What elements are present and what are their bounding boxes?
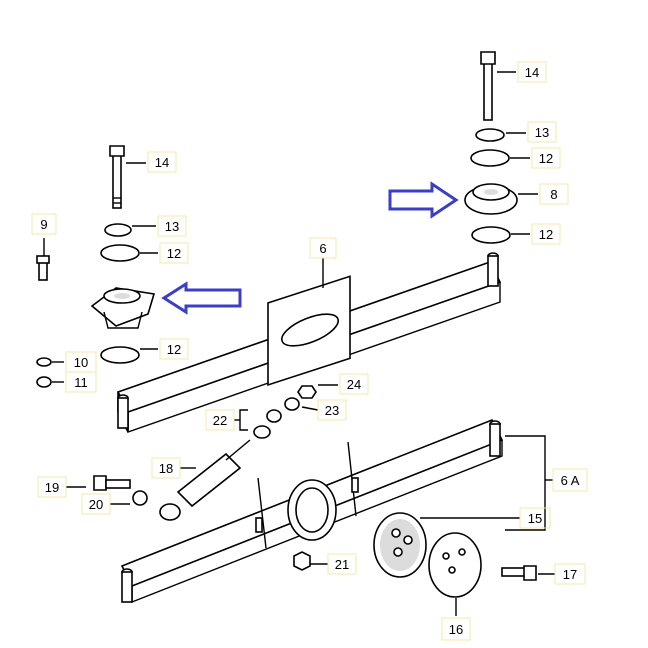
callout-15: 15 <box>519 507 551 529</box>
leader-lines <box>43 71 555 616</box>
svg-text:12: 12 <box>167 342 181 357</box>
svg-text:15: 15 <box>528 511 542 526</box>
callout-21: 21 <box>327 553 357 575</box>
callout-24: 24 <box>339 373 369 395</box>
pulley-assembly <box>287 479 537 598</box>
cross-member-6 <box>116 252 502 433</box>
callout-9: 9 <box>31 213 57 235</box>
svg-text:6 A: 6 A <box>561 473 580 488</box>
callout-19: 19 <box>37 476 67 498</box>
svg-text:19: 19 <box>45 480 59 495</box>
callout-13-left: 13 <box>157 215 187 237</box>
svg-text:10: 10 <box>74 355 88 370</box>
callout-17: 17 <box>554 563 586 585</box>
callout-6: 6 <box>309 237 337 259</box>
svg-text:24: 24 <box>347 377 361 392</box>
svg-text:21: 21 <box>335 557 349 572</box>
svg-text:13: 13 <box>165 219 179 234</box>
callout-14-right: 14 <box>517 61 547 83</box>
callout-8: 8 <box>539 183 569 205</box>
arrow-pointer-right-mount <box>388 181 459 219</box>
svg-text:22: 22 <box>213 413 227 428</box>
left-rubber-mount <box>90 287 156 329</box>
callout-13-right: 13 <box>527 121 557 143</box>
svg-text:12: 12 <box>539 151 553 166</box>
callout-12-right-bottom: 12 <box>531 223 561 245</box>
svg-text:11: 11 <box>74 375 88 390</box>
svg-text:13: 13 <box>535 125 549 140</box>
shock-absorber-assembly <box>93 385 317 521</box>
callout-10: 10 <box>65 351 97 373</box>
svg-text:9: 9 <box>40 217 47 232</box>
svg-text:16: 16 <box>449 622 463 637</box>
callout-23: 23 <box>317 399 347 421</box>
callout-12-left-bottom: 12 <box>159 338 189 360</box>
svg-text:14: 14 <box>525 65 539 80</box>
callout-18: 18 <box>151 457 181 479</box>
right-mount-assembly <box>464 51 518 244</box>
callout-20: 20 <box>81 493 111 515</box>
svg-text:12: 12 <box>167 246 181 261</box>
left-mount-assembly <box>36 145 140 388</box>
svg-text:14: 14 <box>155 155 169 170</box>
callout-11: 11 <box>65 371 97 393</box>
svg-text:18: 18 <box>159 461 173 476</box>
svg-text:20: 20 <box>89 497 103 512</box>
svg-text:8: 8 <box>550 187 557 202</box>
svg-text:23: 23 <box>325 403 339 418</box>
svg-text:6: 6 <box>319 241 326 256</box>
arrow-pointer-left-mount <box>161 281 242 315</box>
callout-6a: 6 A <box>552 468 588 492</box>
callout-12-right-top: 12 <box>531 147 561 169</box>
callout-22: 22 <box>205 409 235 431</box>
svg-text:12: 12 <box>539 227 553 242</box>
callout-12-left-top: 12 <box>159 242 189 264</box>
callout-14-left: 14 <box>147 151 177 173</box>
callout-16: 16 <box>441 617 471 641</box>
svg-text:17: 17 <box>563 567 577 582</box>
